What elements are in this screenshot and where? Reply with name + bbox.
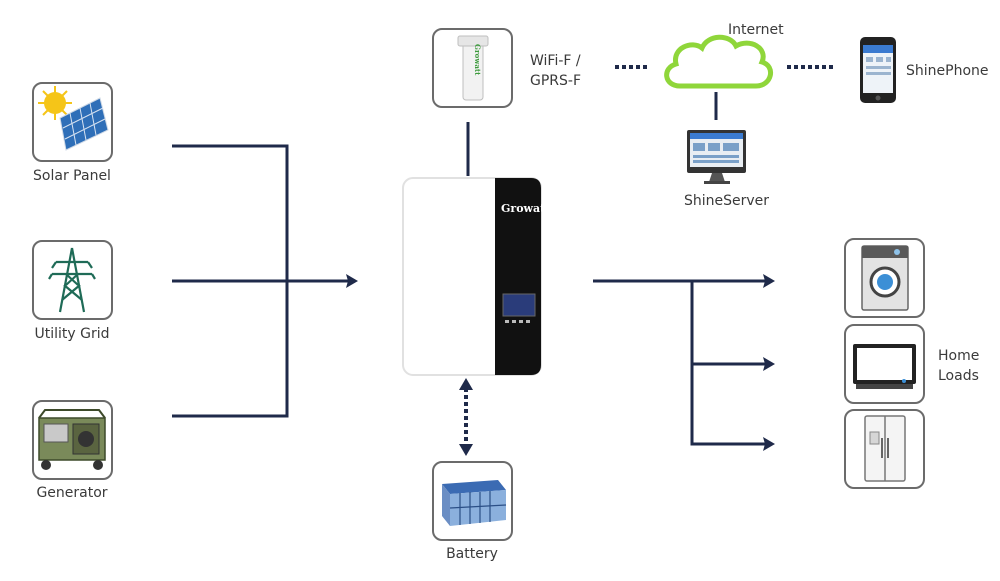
output-arrow-3 <box>763 437 775 451</box>
battery-arrow-down <box>459 444 473 456</box>
input-arrowhead <box>346 274 358 288</box>
solar-panel-label: Solar Panel <box>33 168 111 184</box>
wifi-label-line1: WiFi-F / <box>530 53 581 69</box>
solar-panel-node <box>32 82 113 162</box>
generator-node <box>32 400 113 480</box>
cloud-icon <box>664 34 773 89</box>
home-loads-line1: Home <box>938 348 980 364</box>
battery-node <box>432 461 513 541</box>
wifi-label: WiFi-F / GPRS-F <box>530 51 581 91</box>
utility-grid-node <box>32 240 113 320</box>
refrigerator-node <box>844 409 925 489</box>
television-icon <box>853 344 916 389</box>
wifi-module-node <box>432 28 513 108</box>
transmission-tower-icon <box>48 247 96 313</box>
battery-arrow-up <box>459 378 473 390</box>
battery-label: Battery <box>446 546 498 562</box>
inverter-unit <box>402 177 542 376</box>
wifi-stick-icon <box>457 35 489 101</box>
home-loads-label: Home Loads <box>938 346 979 386</box>
output-arrow-1 <box>763 274 775 288</box>
generator-icon <box>38 409 106 470</box>
output-arrow-2 <box>763 357 775 371</box>
washing-machine-node <box>844 238 925 318</box>
washing-machine-icon <box>861 245 909 311</box>
battery-bank-icon <box>442 480 507 526</box>
shinephone-label: ShinePhone <box>906 63 989 79</box>
television-node <box>844 324 925 404</box>
generator-label: Generator <box>36 485 108 501</box>
internet-label: Internet <box>728 22 784 38</box>
solar-panel-icon <box>38 86 109 151</box>
monitor-icon <box>687 130 746 184</box>
smartphone-icon <box>860 37 896 103</box>
source-connectors <box>172 144 352 418</box>
refrigerator-icon <box>864 415 906 482</box>
utility-grid-label: Utility Grid <box>34 326 110 342</box>
inverter-brand-logo: Growatt <box>501 202 551 215</box>
output-connectors <box>593 279 768 446</box>
shineserver-label: ShineServer <box>684 193 770 209</box>
home-loads-line2: Loads <box>938 368 979 384</box>
wifi-stick-brand: Growatt <box>473 44 482 76</box>
wifi-label-line2: GPRS-F <box>530 73 582 89</box>
